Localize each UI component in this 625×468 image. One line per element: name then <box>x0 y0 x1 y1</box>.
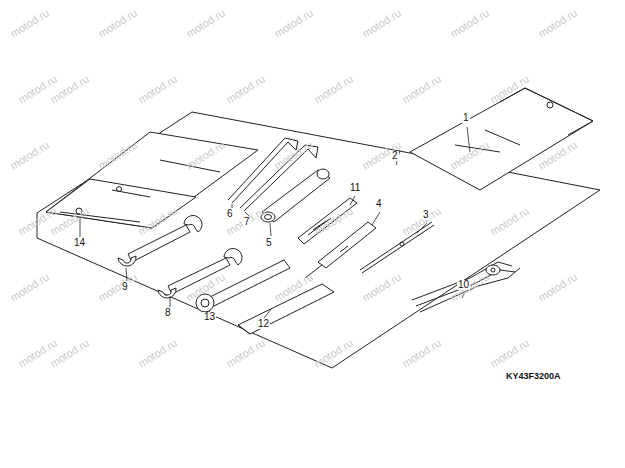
watermark: motod.ru <box>488 337 531 369</box>
watermark: motod.ru <box>136 337 179 369</box>
callout-number: 13 <box>203 312 216 322</box>
callout-number: 1 <box>462 113 470 123</box>
leader-line <box>80 127 470 318</box>
tool-pouch <box>410 88 593 190</box>
watermark: motod.ru <box>224 73 267 105</box>
watermark: motod.ru <box>272 7 315 39</box>
watermark: motod.ru <box>136 73 179 105</box>
watermark: motod.ru <box>488 205 531 237</box>
watermark: motod.ru <box>400 73 443 105</box>
callout-number: 7 <box>243 217 251 227</box>
callout-number: 3 <box>422 210 430 220</box>
callout-number: 14 <box>73 238 86 248</box>
hex-key <box>228 138 318 211</box>
watermark: motod.ru <box>8 7 51 39</box>
watermark: motod.ru <box>8 139 51 171</box>
callout-number: 5 <box>265 238 273 248</box>
callout-number: 9 <box>121 282 129 292</box>
callout-number: 8 <box>164 308 172 318</box>
watermark: motod.ru <box>96 271 139 303</box>
drawing-code: KY43F3200A <box>505 372 562 381</box>
callout-number: 11 <box>349 183 361 193</box>
watermark: motod.ru <box>96 7 139 39</box>
box-spanner <box>261 169 330 222</box>
screwdriver-blade <box>360 222 434 273</box>
watermark: motod.ru <box>360 7 403 39</box>
callout-number: 6 <box>226 209 234 219</box>
pliers <box>412 262 520 312</box>
callout-number: 4 <box>375 199 383 209</box>
callout-number: 10 <box>457 280 470 290</box>
watermark: motod.ru <box>448 7 491 39</box>
watermark: motod.ru <box>8 271 51 303</box>
watermark: motod.ru <box>312 337 355 369</box>
watermark: motod.ru <box>360 271 403 303</box>
watermark: motod.ru <box>312 73 355 105</box>
watermark: motod.ru <box>536 7 579 39</box>
callout-number: 2 <box>391 151 399 161</box>
callout-number: 12 <box>257 319 270 329</box>
screwdriver-handle <box>298 198 357 244</box>
watermark: motod.ru <box>536 271 579 303</box>
watermark: motod.ru <box>400 337 443 369</box>
watermark: motod.ru <box>224 337 267 369</box>
watermark: motod.ru <box>184 7 227 39</box>
